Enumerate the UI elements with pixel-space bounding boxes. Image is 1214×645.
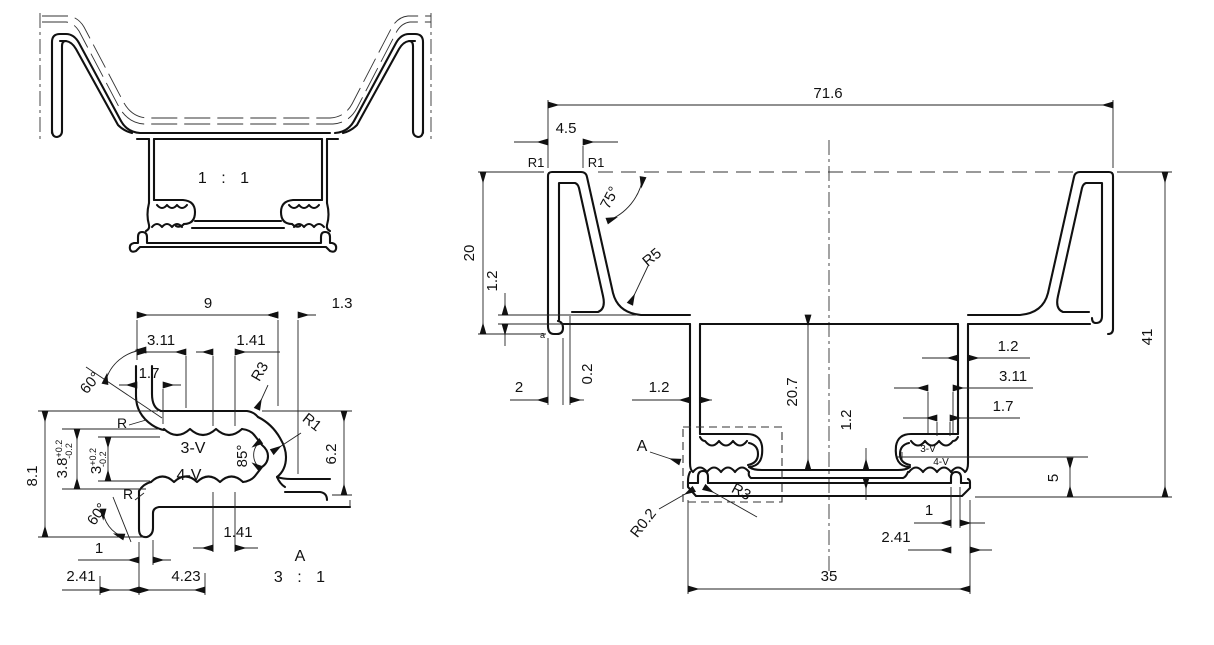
dim-serration-lead: 1.7 [993, 398, 1014, 415]
view-detail-a: 9 1.3 3.11 1.41 1.7 R3 6 [24, 295, 352, 595]
label-detail-teeth-top: 3-V [181, 440, 206, 457]
dim-leg-thickness-left: 1.2 [649, 379, 670, 396]
view-profile-1to1: 1 : 1 [39, 13, 432, 253]
dim-detail-tip-overhang: 2.41 [66, 568, 95, 585]
dim-detail-flat-bottom: 1.41 [223, 524, 252, 541]
dim-lip-offset: 2.41 [881, 529, 910, 546]
dim-hook-width: 4.5 [556, 120, 577, 137]
dim-detail-overall-height: 8.1 [24, 466, 41, 487]
dim-cavity-height: 20.7 [784, 377, 801, 406]
dim-detail-lead-in: 1.7 [139, 365, 160, 382]
radius-label-r1-left: R1 [528, 155, 545, 170]
datum-mark-a: a [540, 330, 545, 340]
dim-rib-thickness: 1.2 [838, 410, 855, 431]
detail-boundary-box [682, 426, 783, 503]
radius-label-notch: R1 [299, 410, 325, 435]
dim-lip-thickness: 1 [925, 502, 933, 519]
centerlines-1to1 [39, 13, 432, 142]
detail-scale-label: 3 : 1 [274, 569, 330, 586]
dim-foot-gap: 0.2 [579, 364, 596, 385]
radius-label-r02: R0.2 [627, 506, 660, 541]
radius-label-detail-r3: R3 [248, 359, 272, 384]
angle-label-notch: 85° [234, 445, 251, 468]
dim-web-thickness: 1.2 [484, 271, 501, 292]
label-detail-teeth-bottom: 4-V [177, 467, 202, 484]
detail-profile [134, 364, 352, 539]
angle-label-detail-top: 60° [77, 369, 105, 397]
label-teeth-top: 3-V [920, 444, 936, 455]
dim-detail-crest-height: 3+0.2-0.2 [88, 448, 108, 474]
main-profile [546, 170, 1115, 498]
scale-label-1to1: 1 : 1 [198, 170, 254, 187]
dim-base-width: 35 [821, 568, 838, 585]
dim-detail-lip-thickness: 1 [95, 540, 103, 557]
dim-detail-lip-span: 4.23 [171, 568, 200, 585]
dim-detail-tip-offset: 1.3 [332, 295, 353, 312]
fillet-label-lower: R [123, 486, 133, 502]
detail-view-label: A [295, 548, 306, 565]
main-dimensions: 71.6 4.5 R1 R1 75° 20 1.2 R5 [461, 85, 1172, 594]
label-teeth-bottom: 4-V [933, 457, 949, 468]
dim-detail-jaw-height: 6.2 [323, 444, 340, 465]
dim-overall-height: 41 [1139, 329, 1156, 346]
dim-detail-flat-top: 1.41 [236, 332, 265, 349]
detail-callout-label: A [637, 438, 648, 455]
dim-base-height: 5 [1045, 474, 1062, 482]
view-main-section: 71.6 4.5 R1 R1 75° 20 1.2 R5 [461, 85, 1172, 594]
dim-detail-pitch: 3.11 [147, 332, 175, 349]
dim-detail-root-height: 3.8+0.2-0.2 [54, 440, 74, 479]
dim-overall-width: 71.6 [813, 85, 842, 102]
phantom-panel-lines [42, 15, 431, 125]
dim-leg-thickness-right: 1.2 [998, 338, 1019, 355]
dim-serration-pitch: 3.11 [999, 368, 1027, 385]
dim-foot-width: 2 [515, 379, 523, 396]
angle-label-detail-bottom: 60° [84, 500, 111, 528]
angle-label-wall: 75° [597, 184, 623, 212]
dim-wall-height: 20 [461, 245, 478, 262]
radius-label-r1-right: R1 [588, 155, 605, 170]
main-centerlines [598, 140, 1085, 572]
dim-detail-overall-width: 9 [204, 295, 212, 312]
fillet-label-upper: R [117, 415, 127, 431]
profile-outline-1to1 [50, 32, 425, 253]
radius-label-r5: R5 [639, 245, 665, 270]
